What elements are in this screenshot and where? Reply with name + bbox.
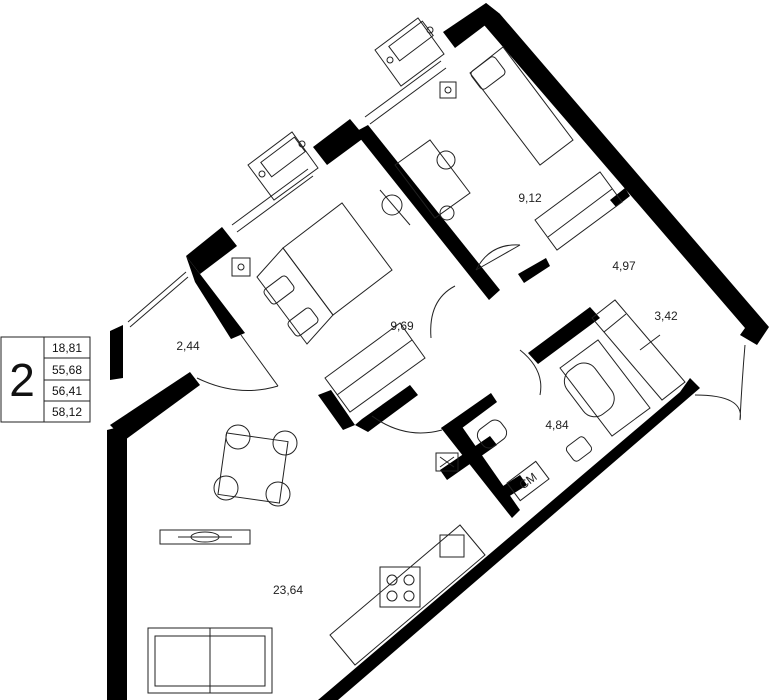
area-value-2: 55,68	[52, 363, 82, 377]
area-bedroom-large: 9,69	[390, 319, 414, 333]
tv-stand	[159, 529, 251, 545]
single-bed	[469, 46, 574, 166]
area-value-1: 18,81	[52, 341, 82, 355]
rooms-count: 2	[9, 354, 35, 406]
exterior-walls	[107, 3, 769, 700]
sofa	[147, 627, 273, 694]
area-storage: 3,42	[654, 309, 678, 323]
bedroom-small-wardrobe	[534, 171, 623, 251]
bedroom-large-wardrobe	[324, 322, 426, 413]
double-bed	[256, 202, 393, 345]
windows	[127, 60, 447, 328]
interior-walls	[318, 125, 630, 518]
desk	[394, 139, 471, 221]
shaft	[435, 452, 459, 472]
doors	[196, 244, 746, 434]
area-bedroom-small: 9,12	[518, 191, 542, 205]
desk-chair-icon	[379, 189, 411, 226]
bedroom-large-sink-icon	[231, 257, 251, 277]
apartment-info-block: 2 18,81 55,68 56,41 58,12	[0, 336, 91, 423]
bathroom-sink	[565, 436, 593, 462]
dining-table	[213, 424, 298, 507]
area-hallway: 2,44	[176, 339, 200, 353]
bedroom-small-sink-icon	[439, 81, 457, 99]
area-value-3: 56,41	[52, 384, 82, 398]
balcony-right	[374, 17, 445, 87]
area-living-kitchen: 23,64	[273, 583, 303, 597]
area-bathroom: 4,84	[545, 418, 569, 432]
kitchen-counter	[329, 524, 486, 666]
toilet	[476, 419, 508, 449]
room-area-labels: 23,64 9,69 9,12 2,44 4,97 4,84 3,42	[176, 191, 678, 597]
bathtub	[559, 339, 651, 437]
balcony-left	[247, 131, 319, 201]
area-corridor: 4,97	[612, 259, 636, 273]
storage-shelves	[591, 299, 686, 401]
area-value-4: 58,12	[52, 405, 82, 419]
